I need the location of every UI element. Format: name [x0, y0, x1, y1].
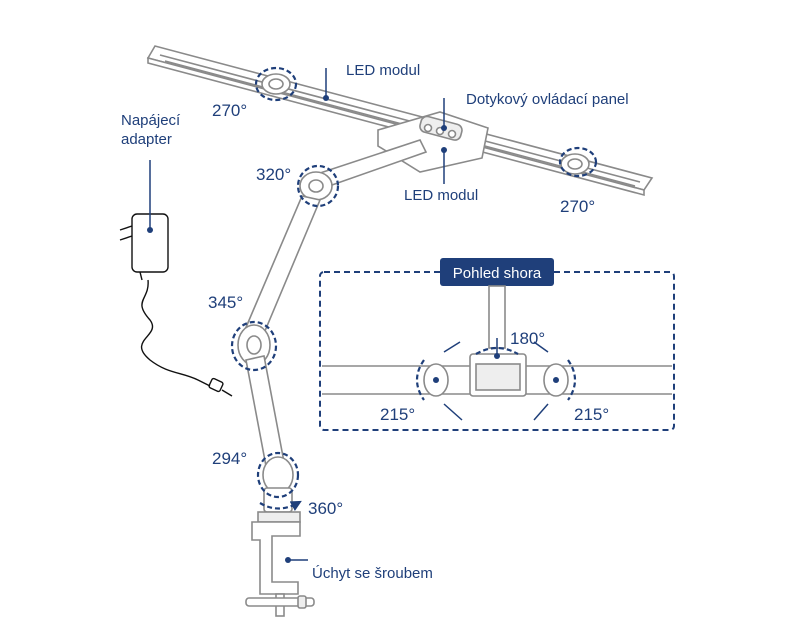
power-adapter-label-line2: adapter — [121, 131, 172, 148]
right-head-hinge — [560, 153, 590, 175]
led-module-bottom-label: LED modul — [404, 187, 478, 204]
led-module-top-label: LED modul — [346, 62, 420, 79]
top-view-title: Pohled shora — [453, 265, 542, 282]
leader-led-bottom — [441, 147, 447, 184]
rotation-base-joint — [256, 451, 300, 499]
elbow-joint — [237, 324, 271, 366]
left-head-hinge — [261, 73, 291, 95]
clamp-body — [245, 521, 315, 617]
base-joint — [257, 456, 301, 523]
leader-adapter — [147, 160, 153, 233]
top-view-inset: Pohled shora — [319, 258, 675, 431]
leader-clamp — [285, 557, 308, 563]
angle-elbow: 345° — [208, 293, 243, 312]
rotation-base-swivel — [259, 500, 302, 511]
power-adapter-label-line1: Napájecí — [121, 112, 181, 129]
angle-base-swivel: 360° — [308, 499, 343, 518]
angle-top-view-center: 180° — [510, 329, 545, 348]
control-panel-label: Dotykový ovládací panel — [466, 91, 629, 108]
angle-right-head: 270° — [560, 197, 595, 216]
leader-led-top — [323, 68, 329, 101]
angle-upper-joint: 320° — [256, 165, 291, 184]
angle-base-joint: 294° — [212, 449, 247, 468]
rotation-left-head — [254, 66, 298, 102]
clamp-label: Úchyt se šroubem — [312, 565, 433, 582]
angle-left-head: 270° — [212, 101, 247, 120]
rotation-elbow — [230, 320, 278, 372]
angle-top-view-left: 215° — [380, 405, 415, 424]
rotation-upper-joint — [296, 164, 340, 208]
leader-control-panel — [441, 98, 447, 131]
lower-arm — [245, 355, 285, 467]
middle-arm — [242, 195, 322, 339]
angle-top-view-right: 215° — [574, 405, 609, 424]
rotation-right-head — [558, 146, 598, 178]
top-view-title-box — [440, 258, 554, 286]
power-adapter — [119, 213, 233, 397]
upper-arm — [299, 139, 428, 201]
